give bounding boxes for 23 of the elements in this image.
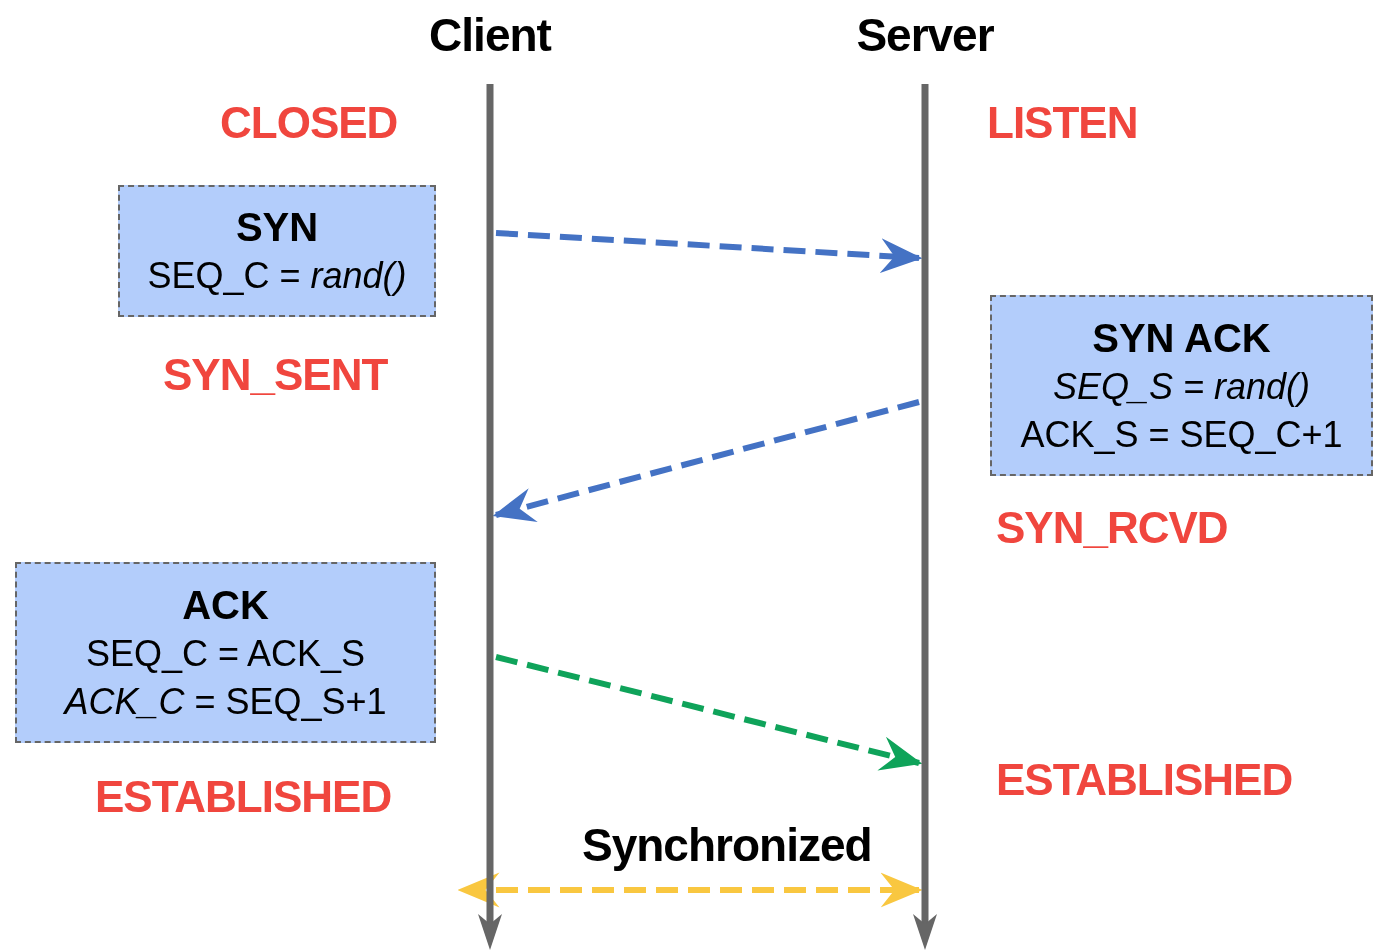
message-arrow <box>495 230 923 274</box>
message-arrow <box>457 872 923 908</box>
message-box <box>990 295 1373 476</box>
state-label: SYN_SENT <box>163 350 388 400</box>
message-name: SYN <box>234 204 320 251</box>
state-label: CLOSED <box>220 98 398 148</box>
message-box <box>118 185 436 317</box>
message-name: ACK <box>181 581 270 629</box>
state-label: LISTEN <box>987 98 1138 148</box>
message-arrow <box>495 654 923 771</box>
field-assignment: SEQ_C = ACK_S <box>84 631 367 676</box>
participant-name: Client <box>429 8 551 62</box>
message-arrow <box>492 399 920 522</box>
field-assignment: ACK_C = SEQ_S+1 <box>62 679 388 724</box>
field-assignment: ACK_S = SEQ_C+1 <box>1019 412 1344 457</box>
state-label: SYN_RCVD <box>996 503 1228 553</box>
state-label: ESTABLISHED <box>95 772 392 822</box>
field-assignment: SEQ_S = rand() <box>1051 364 1312 409</box>
field-assignment: SEQ_C = rand() <box>146 254 408 298</box>
message-box <box>15 562 436 743</box>
message-name: SYN ACK <box>1091 314 1272 362</box>
participant-name: Server <box>856 8 994 62</box>
state-label: ESTABLISHED <box>996 755 1293 805</box>
